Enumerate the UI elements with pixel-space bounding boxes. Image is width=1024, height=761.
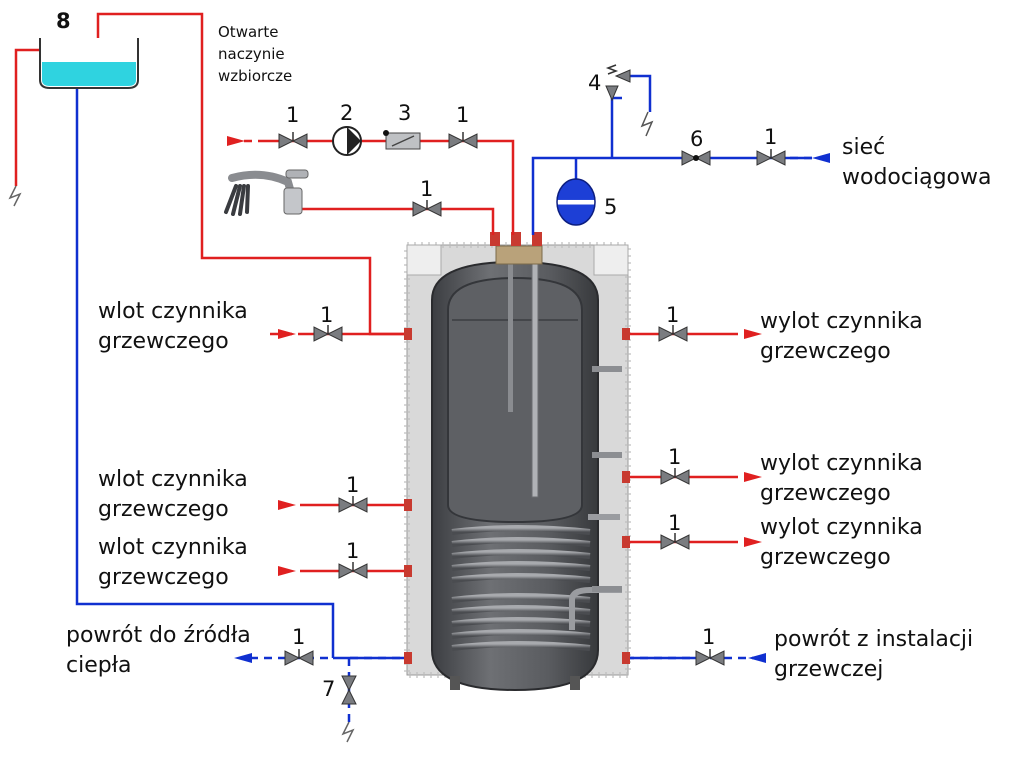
upper-heating-coil: [451, 514, 620, 583]
water-mains-label-2: wodociągowa: [842, 165, 992, 190]
valve-icon: [278, 133, 786, 705]
inlet-label-3a: wlot czynnika: [98, 535, 248, 560]
valve-number: 1: [666, 303, 680, 327]
water-mains-label-1: sieć: [842, 135, 886, 160]
inlet-label-2a: wlot czynnika: [98, 467, 248, 492]
valve-number: 1: [420, 177, 434, 201]
valve-number: 1: [286, 103, 300, 127]
lower-heating-coil: [451, 587, 622, 651]
drain-valve-number: 7: [322, 677, 336, 701]
pump-number: 2: [340, 101, 354, 125]
return-installation-label-1: powrót z instalacji: [774, 627, 974, 652]
arrow-icon: [227, 136, 830, 663]
pressure-vessel-icon: [556, 178, 596, 226]
inlet-label-3b: grzewczego: [98, 565, 229, 590]
outlet-label-3a: wylot czynnika: [760, 515, 923, 540]
return-source-label-1: powrót do źródła: [66, 623, 251, 648]
expansion-caption-2: naczynie: [218, 45, 285, 63]
check-valve-icon: [383, 130, 421, 150]
expansion-caption-3: wzbiorcze: [218, 67, 293, 85]
check-valve-number: 3: [398, 101, 412, 125]
inlet-label-2b: grzewczego: [98, 497, 229, 522]
safety-valve-icon: [605, 64, 654, 137]
outlet-label-1b: grzewczego: [760, 339, 891, 364]
pump-icon: [332, 126, 362, 156]
valve-number: 1: [764, 125, 778, 149]
tank-connections: [404, 328, 630, 664]
outlet-label-3b: grzewczego: [760, 545, 891, 570]
outlet-label-1a: wylot czynnika: [760, 309, 923, 334]
return-source-label-2: ciepła: [66, 653, 132, 678]
valve-number: 1: [346, 473, 360, 497]
reducer-number: 6: [690, 127, 704, 151]
drain-icon: [8, 185, 355, 743]
outlet-label-2a: wylot czynnika: [760, 451, 923, 476]
valve-number: 1: [292, 625, 306, 649]
valve-number: 1: [456, 103, 470, 127]
valve-number: 1: [320, 303, 334, 327]
sensor-sockets: [592, 366, 622, 592]
valve-number: 1: [668, 511, 682, 535]
expansion-caption-1: Otwarte: [218, 23, 279, 41]
outlet-label-2b: grzewczego: [760, 481, 891, 506]
faucet-icon: [224, 169, 309, 216]
pressure-vessel-number: 5: [604, 195, 618, 219]
tank-body: [431, 232, 599, 692]
expansion-tank: [39, 38, 139, 89]
valve-number: 1: [346, 539, 360, 563]
valve-number: 1: [702, 625, 716, 649]
inlet-label-1a: wlot czynnika: [98, 299, 248, 324]
safety-valve-number: 4: [588, 71, 602, 95]
inlet-label-1b: grzewczego: [98, 329, 229, 354]
valve-number: 1: [668, 445, 682, 469]
expansion-tank-number: 8: [56, 9, 71, 33]
return-installation-label-2: grzewczej: [774, 657, 884, 682]
